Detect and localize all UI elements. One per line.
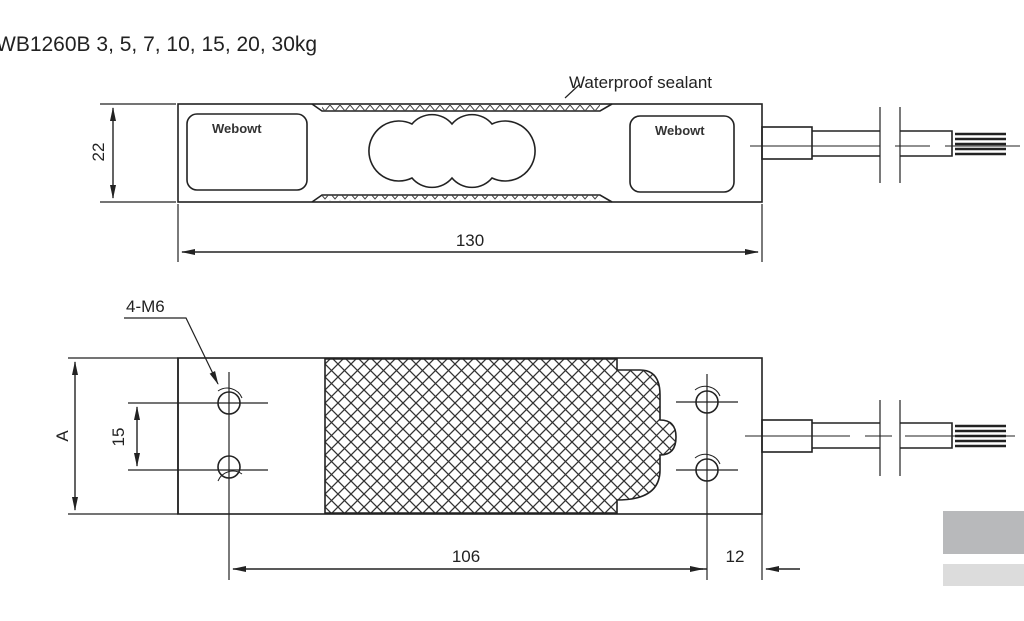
gray-swatch-dark — [943, 511, 1024, 554]
dim-label-edge-offset: 12 — [726, 547, 745, 566]
crosshatch-sensor-area — [324, 358, 677, 514]
brand-label-left: Webowt — [212, 121, 262, 136]
brand-label-right: Webowt — [655, 123, 705, 138]
bottom-view — [68, 317, 1015, 580]
dim-label-length: 130 — [456, 231, 484, 250]
strain-gauge-holes — [368, 113, 536, 189]
cable-wires-top — [955, 132, 1006, 156]
sealant-hatch-top — [322, 105, 600, 111]
gray-swatch-light — [943, 564, 1024, 586]
model-title: WB1260B 3, 5, 7, 10, 15, 20, 30kg — [0, 33, 318, 56]
hole-callout-label: 4-M6 — [126, 297, 165, 316]
dim-label-height: 22 — [89, 143, 108, 162]
break-lines-bottom — [879, 400, 901, 476]
cable-gland-top — [761, 126, 813, 160]
dim-label-hole-spacing: 15 — [109, 428, 128, 447]
label-pad-right — [629, 115, 735, 193]
break-lines-top — [879, 107, 901, 183]
dim-label-hole-distance: 106 — [452, 547, 480, 566]
top-view — [100, 83, 1020, 262]
mounting-hole-group-left — [128, 372, 268, 580]
cable-wires-bottom — [955, 424, 1006, 448]
hole-callout-leader — [124, 317, 219, 385]
label-pad-left — [186, 113, 308, 191]
sealant-callout-leader — [564, 83, 581, 99]
dim-label-width: A — [53, 430, 72, 442]
sealant-hatch-bottom — [322, 195, 600, 201]
mounting-hole-group-right — [676, 374, 738, 580]
sealant-callout-label: Waterproof sealant — [569, 73, 712, 92]
